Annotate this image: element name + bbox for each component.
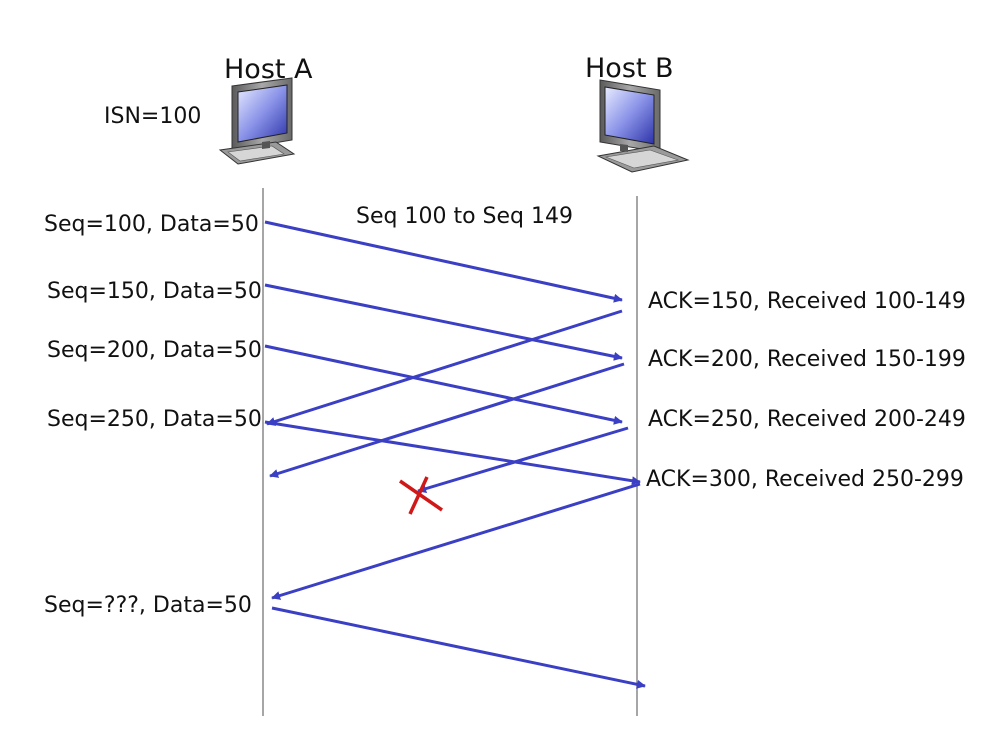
- ack-arrow-3-lost: [417, 426, 629, 493]
- computer-icon: [218, 77, 296, 165]
- host-a-label: Host A: [224, 54, 313, 85]
- segment-arrow-2: [264, 283, 623, 361]
- segment-arrow-4: [264, 420, 641, 486]
- ack-arrow-2: [269, 362, 625, 478]
- send-label-4: Seq=250, Data=50: [47, 407, 262, 432]
- segment-arrow-3: [264, 344, 623, 425]
- ack-label-3: ACK=250, Received 200-249: [648, 407, 966, 432]
- ack-label-4: ACK=300, Received 250-299: [646, 467, 964, 492]
- ack-label-2: ACK=200, Received 150-199: [648, 347, 966, 372]
- send-label-2: Seq=150, Data=50: [47, 279, 262, 304]
- ack-arrow-1: [266, 309, 623, 426]
- ack-label-1: ACK=150, Received 100-149: [648, 289, 966, 314]
- send-label-1: Seq=100, Data=50: [44, 212, 259, 237]
- isn-label: ISN=100: [104, 104, 202, 129]
- segment-arrow-1: [264, 220, 623, 303]
- segment-arrow-5: [271, 606, 646, 689]
- ack-arrow-4: [271, 482, 641, 600]
- segment-range-note: Seq 100 to Seq 149: [356, 204, 573, 229]
- send-label-5: Seq=???, Data=50: [44, 593, 252, 618]
- host-b-label: Host B: [585, 53, 674, 84]
- computer-icon: [596, 79, 690, 173]
- lost-packet-x-icon: [399, 476, 443, 515]
- send-label-3: Seq=200, Data=50: [47, 338, 262, 363]
